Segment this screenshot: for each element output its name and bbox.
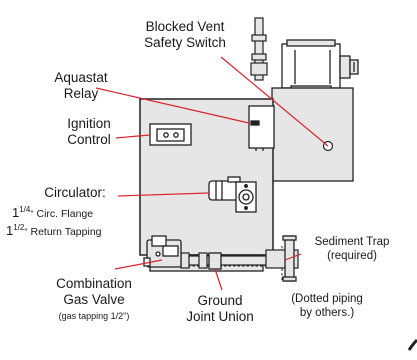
sediment-trap-line-1: Sediment Trap	[314, 236, 390, 248]
ground-joint-union	[208, 252, 222, 270]
ignition-label: Ignition Control	[56, 116, 122, 148]
dotted-piping-line-2: by others.)	[299, 306, 355, 319]
union-line-2: Joint Union	[186, 309, 254, 325]
draft-blower	[281, 39, 359, 97]
union-line-1: Ground	[197, 293, 243, 308]
gas-valve-line-2: Gas Valve	[63, 292, 125, 308]
gas-valve-label: Combination Gas Valve	[38, 276, 150, 308]
blocked-vent-label: Blocked Vent Safety Switch	[130, 19, 240, 51]
aquastat-line-2: Relay	[63, 86, 99, 102]
leader-lines	[95, 56, 329, 291]
ignition-control-box	[149, 123, 192, 146]
dotted-piping-line-1: (Dotted piping	[291, 293, 363, 305]
blocked-vent-line-1: Blocked Vent	[145, 19, 225, 34]
edge-mark	[407, 338, 417, 351]
circ-flange-unit: "	[30, 209, 34, 219]
circulator-label: Circulator:	[44, 185, 106, 200]
circ-flange-label: 11/4" Circ. Flange	[12, 205, 152, 221]
flue-collector	[271, 87, 354, 182]
return-tapping-label: 11/2" Return Tapping	[6, 223, 156, 239]
sediment-trap-line-2: (required)	[327, 249, 377, 262]
ignition-line-1: Ignition	[67, 116, 111, 131]
circ-flange-whole: 1	[12, 205, 20, 220]
circulator-pump	[208, 176, 257, 213]
combination-gas-valve	[143, 235, 182, 268]
aquastat-line-1: Aquastat	[54, 70, 108, 85]
aquastat-relay-box	[248, 105, 275, 151]
blocked-vent-line-2: Safety Switch	[144, 35, 226, 51]
circ-flange-text: Circ. Flange	[33, 208, 94, 220]
return-tapping-text: Return Tapping	[27, 226, 102, 238]
aquastat-label: Aquastat Relay	[46, 70, 116, 102]
circ-flange-fraction: 1/4	[19, 205, 31, 214]
return-tapping-whole: 1	[6, 223, 14, 238]
return-tapping-fraction: 1/2	[13, 223, 25, 232]
sediment-trap-label: Sediment Trap (required)	[302, 236, 402, 264]
ignition-line-2: Control	[67, 132, 111, 148]
gas-valve-line-1: Combination	[56, 276, 132, 291]
gas-tapping-label: (gas tapping 1/2")	[58, 311, 130, 321]
dotted-piping-label: (Dotted piping by others.)	[272, 293, 382, 321]
union-label: Ground Joint Union	[172, 293, 268, 325]
vent-pipe	[250, 17, 268, 81]
return-tapping-unit: "	[24, 227, 28, 237]
